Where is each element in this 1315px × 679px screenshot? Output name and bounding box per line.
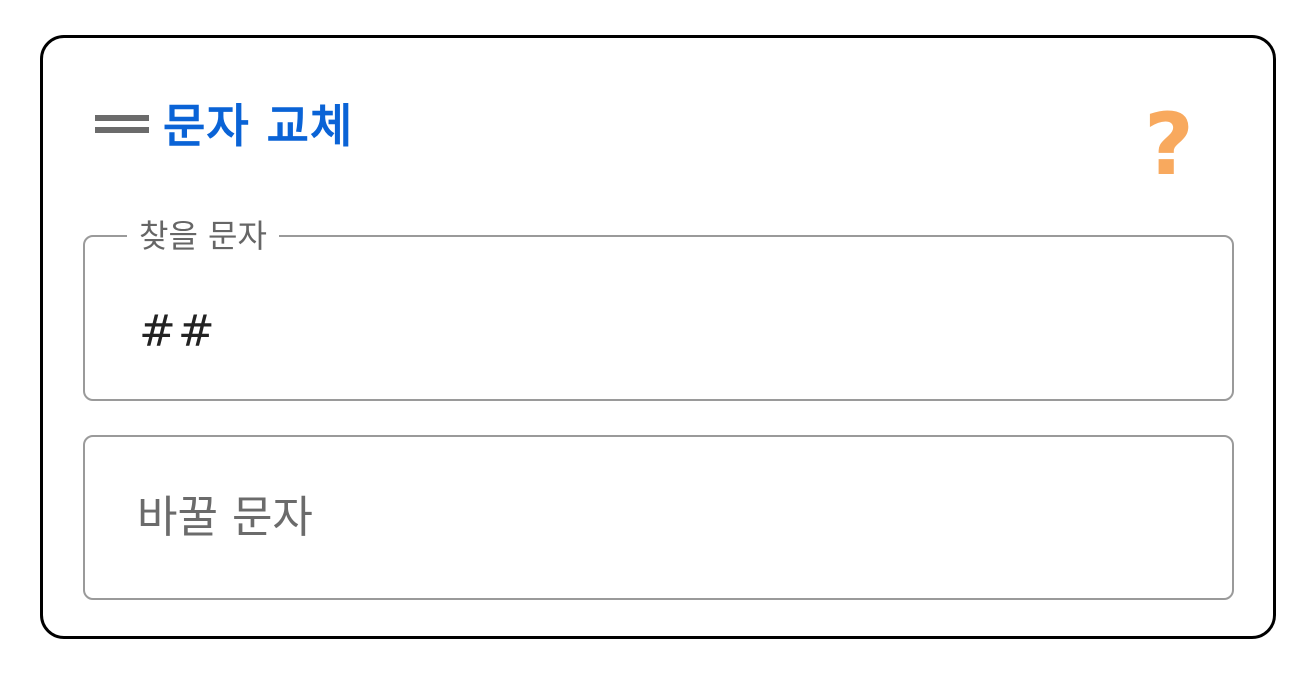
replace-text-panel: 문자 교체 ? 찾을 문자 ##	[40, 35, 1276, 639]
find-text-field[interactable]: 찾을 문자 ##	[83, 218, 1234, 401]
panel-title: 문자 교체	[163, 99, 354, 153]
replace-text-field[interactable]	[83, 435, 1234, 600]
question-mark-icon[interactable]: ?	[1144, 95, 1194, 195]
find-text-value[interactable]: ##	[139, 306, 217, 357]
replace-text-input[interactable]	[85, 437, 1232, 598]
drag-handle-icon[interactable]	[95, 113, 149, 133]
panel-header: 문자 교체	[95, 88, 353, 158]
find-text-label: 찾을 문자	[139, 217, 267, 255]
